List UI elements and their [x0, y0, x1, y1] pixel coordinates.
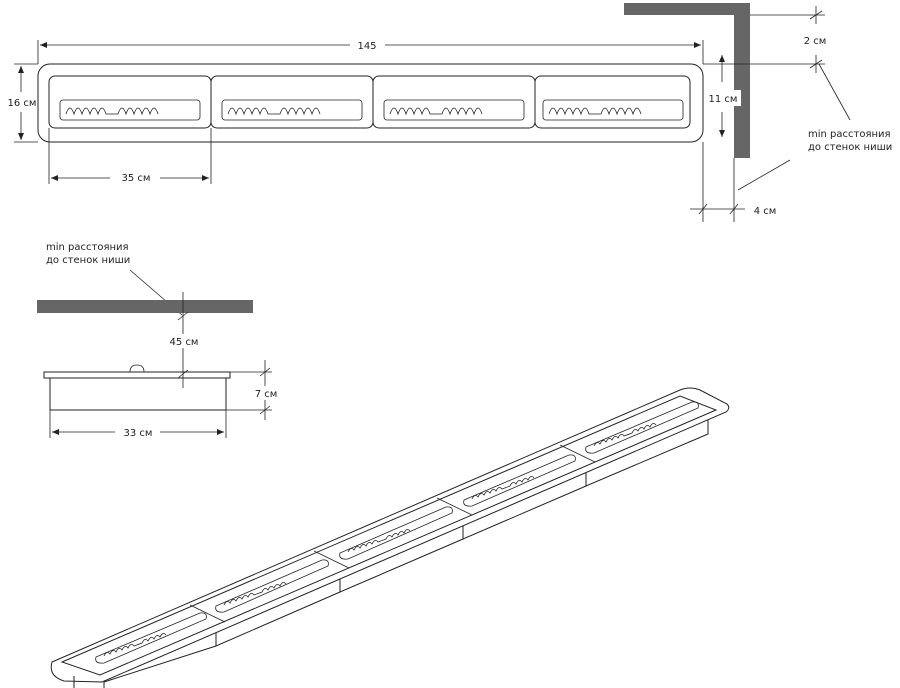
inner-depth-label: 11 см: [709, 94, 738, 105]
min-distance-note-line1: min расстояния: [808, 129, 891, 140]
iso-slot: [339, 506, 453, 560]
side-min-distance-note-line1: min расстояния: [46, 242, 129, 253]
module-width-label: 35 см: [122, 173, 151, 184]
module: [48, 75, 212, 129]
top-gap-label: 45 см: [170, 337, 199, 348]
height-label: 7 см: [255, 389, 278, 400]
niche-wall-side: [734, 3, 750, 158]
wall-gap-label: 2 см: [804, 36, 827, 47]
width-label: 33 см: [124, 428, 153, 439]
depth-label: 16 см: [8, 98, 37, 109]
iso-box: [215, 579, 341, 647]
module: [210, 75, 374, 129]
isometric-view: [50, 387, 730, 688]
iso-tray-inner: [60, 395, 718, 676]
iso-slot: [585, 401, 699, 454]
burner-body: [49, 377, 227, 411]
iso-slot: [463, 454, 576, 507]
side-view: min расстояния до стенок ниши 45 см 7 см…: [37, 242, 282, 439]
leader-line: [737, 159, 791, 191]
leader-line: [818, 63, 851, 121]
niche-ceiling: [37, 300, 253, 313]
burner-rim: [43, 371, 231, 379]
handle: [129, 364, 145, 373]
iso-box: [339, 526, 464, 593]
side-gap-label: 4 см: [754, 206, 777, 217]
tray-outline: [37, 63, 704, 143]
side-min-distance-note-line2: до стенок ниши: [46, 255, 130, 266]
niche-wall-top: [624, 3, 750, 15]
iso-box: [585, 420, 709, 487]
top-view: 145 16 см 35 см 11 см 2 см 4 см: [8, 3, 892, 222]
iso-slot: [95, 612, 207, 664]
min-distance-note-line2: до стенок ниши: [808, 142, 892, 153]
iso-slot: [215, 559, 329, 613]
length-label: 145: [357, 41, 376, 52]
module: [372, 75, 536, 129]
iso-tray-outline: [50, 387, 730, 683]
module: [534, 75, 691, 129]
